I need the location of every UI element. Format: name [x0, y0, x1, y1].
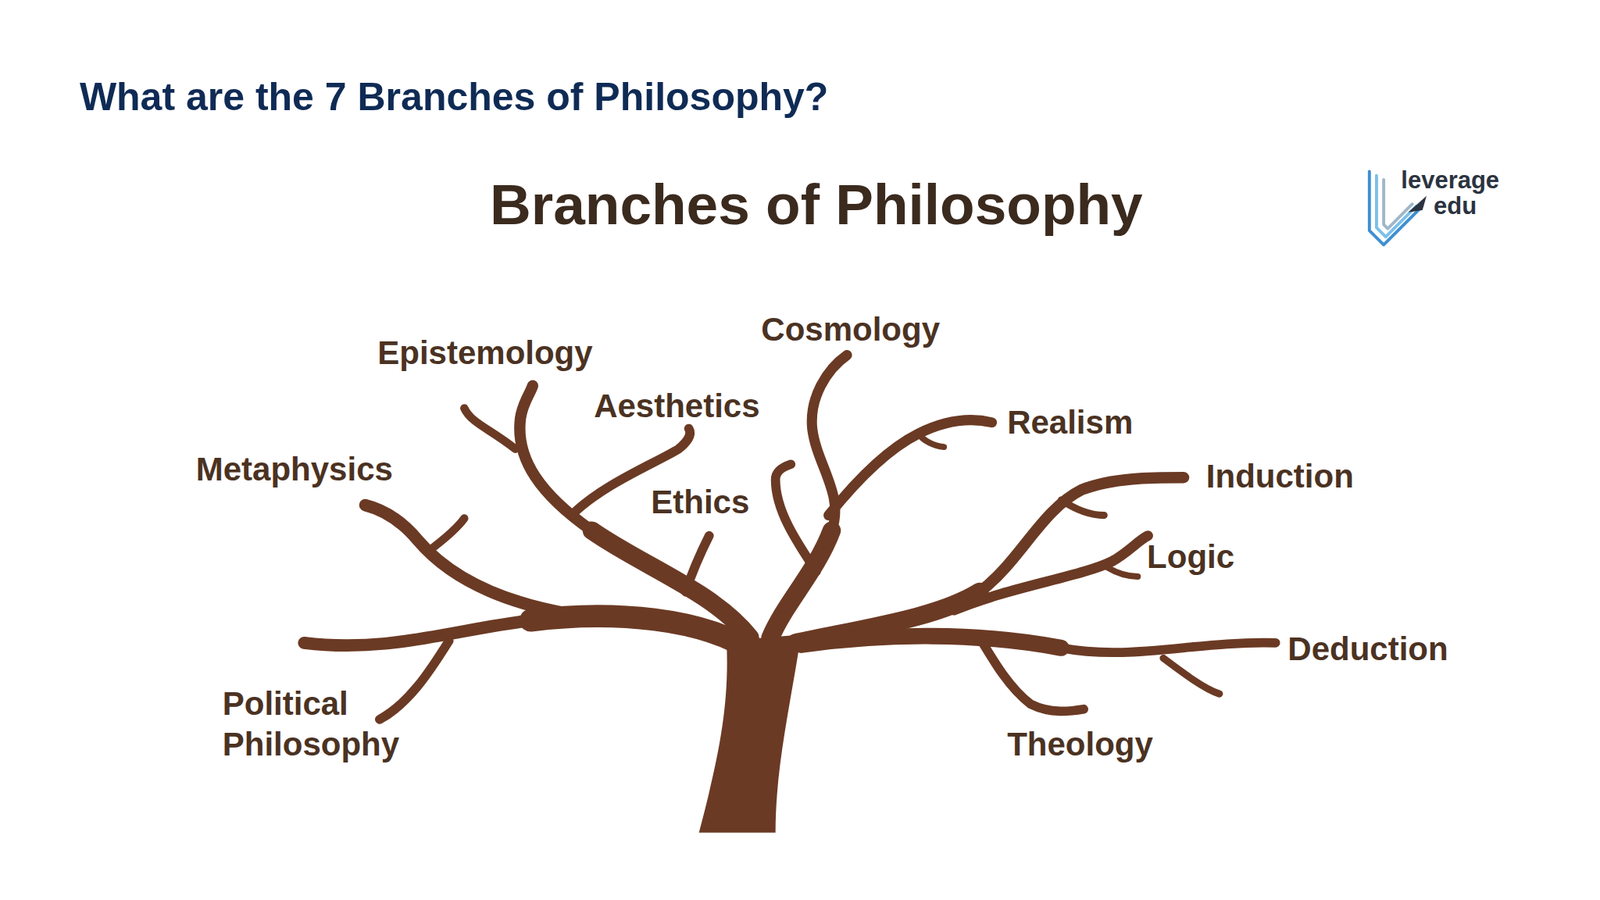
branch — [365, 505, 572, 615]
branch-label: Ethics — [650, 482, 750, 523]
branch — [303, 620, 531, 646]
branch — [530, 616, 755, 654]
branch — [592, 530, 750, 638]
branch — [1107, 567, 1138, 577]
branch-label: Logic — [1146, 536, 1235, 578]
branch — [918, 433, 945, 447]
branch-label: Epistemology — [377, 332, 593, 374]
branch — [1163, 657, 1220, 694]
branch — [775, 464, 817, 572]
branch — [1060, 642, 1275, 653]
branch-label: Theology — [1007, 724, 1154, 765]
branch-label: Realism — [1007, 402, 1133, 443]
branch — [1060, 500, 1104, 516]
logo-text: leverage — [1400, 165, 1500, 196]
branch — [428, 518, 465, 552]
branch — [464, 407, 515, 449]
page-title: What are the 7 Branches of Philosophy? — [79, 74, 829, 120]
branch — [800, 635, 1061, 648]
logo-text: edu — [1433, 191, 1477, 222]
branch — [379, 640, 450, 720]
diagram-heading: Branches of Philosophy — [489, 168, 1143, 240]
branch-label: Metaphysics — [196, 449, 393, 490]
tree-trunk — [699, 634, 802, 833]
branch — [953, 535, 1148, 611]
branch-label: Political Philosophy — [222, 683, 426, 765]
branch — [979, 637, 1084, 711]
branch — [685, 535, 710, 593]
branch-label: Induction — [1206, 456, 1354, 497]
branch-label: Aesthetics — [593, 385, 760, 427]
logo-rocket — [1407, 196, 1427, 213]
branch-label: Cosmology — [760, 309, 940, 350]
branch — [828, 420, 993, 516]
branch-label: Deduction — [1287, 628, 1448, 670]
